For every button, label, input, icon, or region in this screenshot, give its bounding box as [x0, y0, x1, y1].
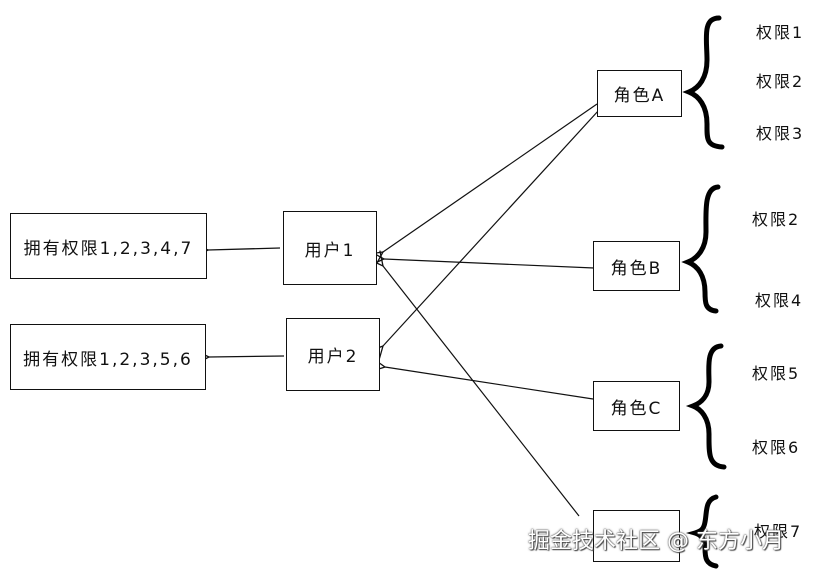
brace-roleA	[682, 15, 725, 150]
brace-roleC	[685, 343, 727, 470]
result-box-user1: 拥有权限1,2,3,4,7	[10, 213, 207, 279]
user-box-2: 用户2	[286, 318, 380, 391]
result-label-user1: 拥有权限1,2,3,4,7	[23, 238, 194, 259]
role-box-b: 角色B	[593, 241, 680, 291]
brace-roleD	[685, 494, 719, 569]
role-box-c: 角色C	[593, 381, 680, 431]
brace-roleB	[681, 184, 721, 314]
permission-a-3: 权限3	[756, 124, 805, 143]
permission-c-1: 权限5	[752, 364, 801, 383]
role-label-c: 角色C	[610, 398, 663, 419]
permission-b-1: 权限2	[752, 210, 801, 229]
arrow-roleB-to-user1	[384, 259, 595, 269]
permission-d-1: 权限7	[754, 522, 803, 541]
arrow-roleA-to-user1	[383, 103, 598, 252]
user-label-2: 用户2	[307, 347, 359, 367]
permission-c-2: 权限6	[752, 438, 801, 457]
role-label-b: 角色B	[610, 258, 663, 279]
permission-a-2: 权限2	[756, 72, 805, 91]
arrow-roleD-to-user1	[383, 266, 580, 517]
result-box-user2: 拥有权限1,2,3,5,6	[10, 324, 206, 390]
user-box-1: 用户1	[283, 211, 377, 285]
role-box-a: 角色A	[597, 70, 682, 117]
permission-b-2: 权限4	[755, 291, 804, 310]
result-label-user2: 拥有权限1,2,3,5,6	[23, 349, 193, 370]
arrow-user2-to-result2	[209, 356, 285, 357]
arrow-roleA-to-user2	[383, 109, 600, 346]
arrow-user1-to-result1	[208, 248, 281, 250]
role-label-a: 角色A	[613, 86, 666, 106]
arrow-roleC-to-user2	[385, 367, 594, 400]
role-box-d	[593, 510, 680, 562]
permission-a-1: 权限1	[756, 23, 805, 42]
user-label-1: 用户1	[304, 240, 356, 261]
watermark: 掘金技术社区 @ 东方小月	[528, 529, 784, 554]
